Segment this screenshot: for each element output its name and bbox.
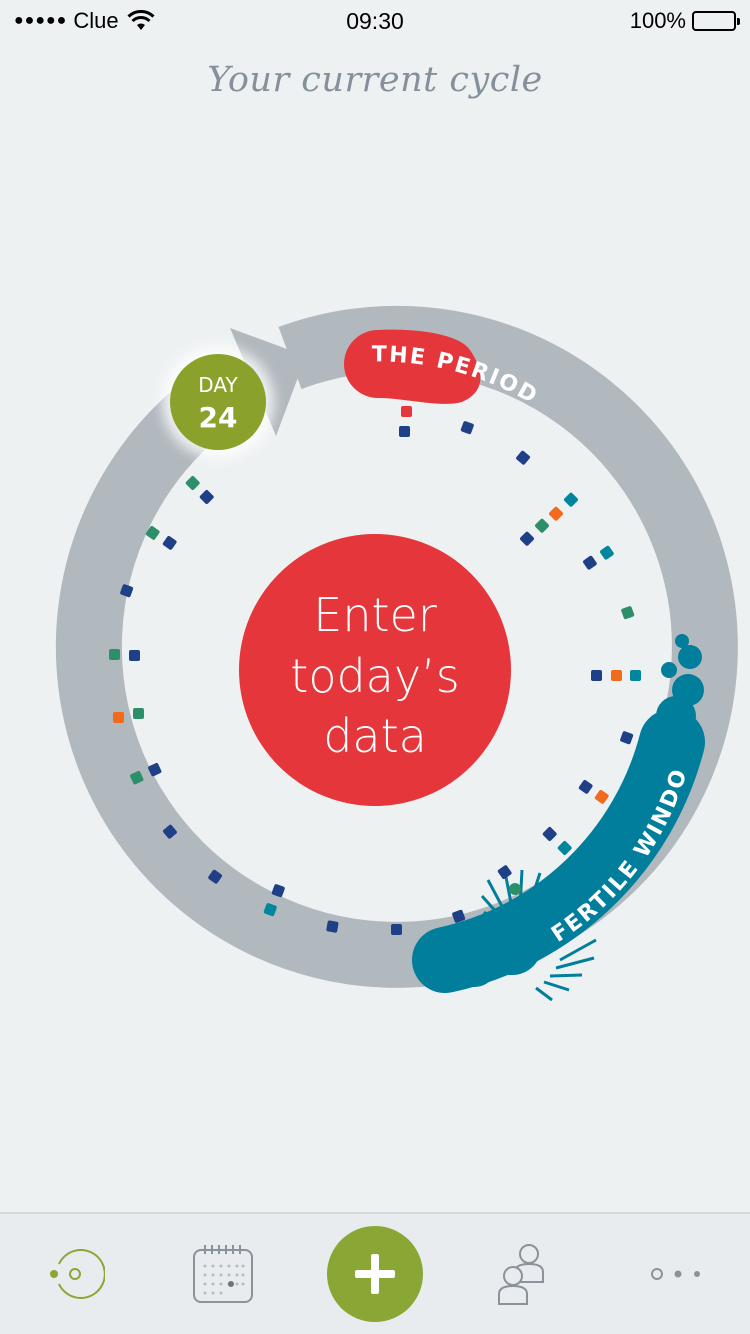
symptom-dot	[452, 909, 466, 923]
symptom-dot	[509, 883, 521, 895]
status-time: 09:30	[346, 8, 404, 34]
tab-profile[interactable]	[463, 1214, 583, 1334]
day-badge[interactable]: DAY 24	[162, 346, 274, 458]
symptom-dot	[535, 518, 549, 533]
symptom-dot	[163, 824, 177, 839]
symptom-dot	[326, 920, 339, 933]
symptom-dot	[594, 790, 609, 804]
add-button[interactable]	[327, 1226, 423, 1322]
battery-percent: 100%	[629, 8, 686, 33]
period-pill[interactable]	[344, 329, 481, 404]
symptom-dot	[564, 492, 578, 507]
tab-more[interactable]	[615, 1214, 735, 1334]
fertile-window-band[interactable]	[412, 634, 705, 1002]
profile-icon	[498, 1244, 544, 1305]
symptom-dot	[611, 670, 622, 681]
symptom-dot	[263, 903, 277, 917]
symptom-dot	[621, 606, 635, 620]
tab-bar	[0, 1212, 750, 1334]
symptom-dot	[583, 555, 597, 570]
calendar-icon	[193, 1245, 253, 1303]
symptom-dot	[271, 884, 285, 898]
enter-data-line3: data	[323, 709, 427, 763]
symptom-dot	[497, 865, 512, 879]
symptom-dot	[145, 526, 160, 540]
symptom-dot	[120, 584, 134, 598]
symptom-dot	[109, 649, 120, 660]
symptom-dot	[199, 490, 214, 504]
add-icon	[355, 1254, 395, 1294]
battery-group: 100%	[629, 8, 740, 34]
symptom-dot	[399, 426, 410, 437]
wifi-icon	[127, 10, 155, 30]
signal-strength-icon: ●●●●●	[14, 12, 68, 29]
symptom-dot	[460, 421, 474, 435]
symptom-dot	[148, 763, 162, 777]
day-number: 24	[199, 401, 238, 434]
symptom-dot	[130, 771, 144, 785]
symptom-dot	[401, 406, 412, 417]
cycle-wheel[interactable]: FERTILE WINDOW THE PERIOD	[0, 300, 750, 1020]
signal-group: ●●●●● Clue	[14, 8, 155, 34]
symptom-dot	[549, 506, 563, 521]
symptom-dot	[162, 536, 177, 550]
day-label: DAY	[198, 373, 238, 397]
page-title: Your current cycle	[207, 60, 543, 100]
symptom-dot	[542, 827, 557, 841]
symptom-dot	[630, 670, 641, 681]
more-icon	[651, 1268, 700, 1280]
symptom-dot	[620, 731, 634, 745]
status-bar: ●●●●● Clue 09:30 100%	[0, 0, 750, 40]
enter-data-line1: Enter	[313, 588, 437, 642]
symptom-dot	[113, 712, 124, 723]
tab-calendar[interactable]	[163, 1214, 283, 1334]
symptom-dot	[391, 924, 402, 935]
symptom-dot	[516, 450, 530, 465]
enter-data-line2: today’s	[290, 649, 459, 703]
symptom-dot	[591, 670, 602, 681]
symptom-dot	[133, 708, 144, 719]
battery-icon	[692, 11, 740, 31]
symptom-dot	[208, 869, 222, 884]
carrier-name: Clue	[73, 8, 119, 33]
enter-data-button[interactable]: Enter today’s data	[239, 534, 511, 806]
symptom-dot	[578, 780, 593, 794]
symptom-dot	[185, 476, 200, 490]
symptom-dot	[557, 841, 572, 855]
symptom-dots	[109, 406, 641, 935]
tab-cycle[interactable]	[15, 1214, 135, 1334]
cycle-icon	[50, 1249, 105, 1299]
symptom-dot	[129, 650, 140, 661]
symptom-dot	[600, 545, 614, 560]
symptom-dot	[520, 531, 534, 546]
